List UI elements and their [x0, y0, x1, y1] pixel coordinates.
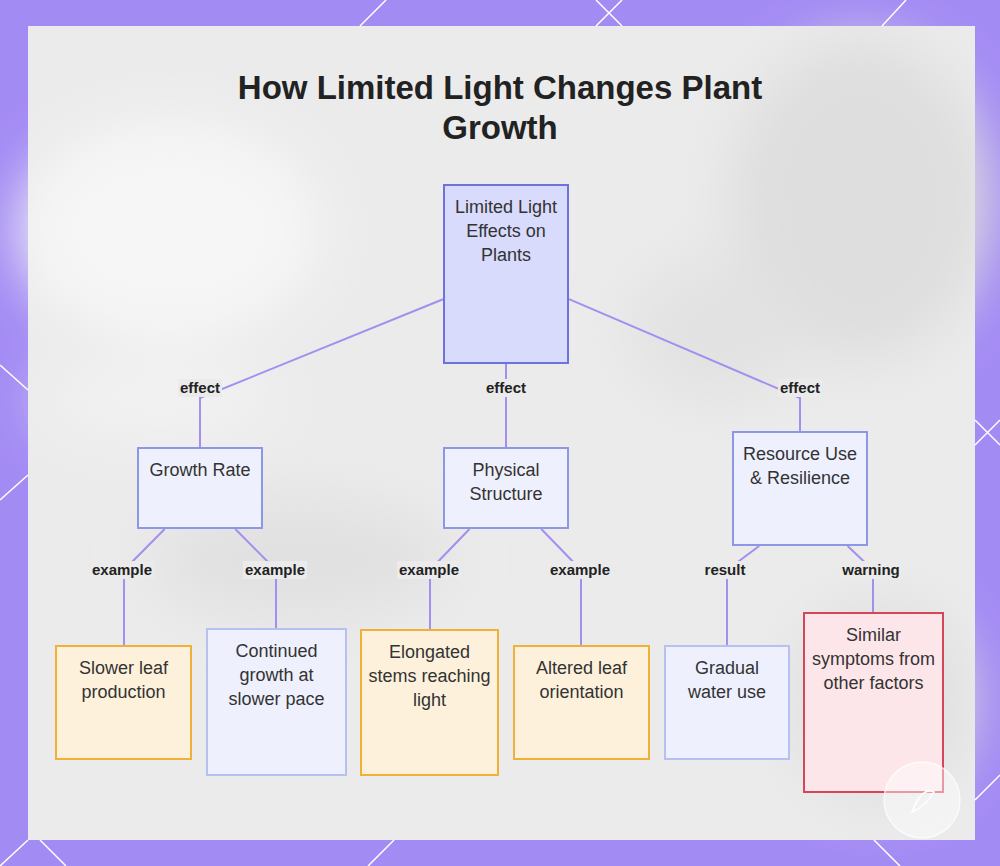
deco-line: [40, 840, 66, 866]
category-box: Resource Use & Resilience: [732, 431, 868, 546]
edge-label: effect: [178, 379, 222, 397]
node-text: Similar symptoms from other factors: [811, 623, 936, 695]
node-text: Altered leaf orientation: [521, 656, 642, 704]
node-text: Physical Structure: [451, 458, 561, 506]
node-text: Growth Rate: [145, 458, 255, 482]
blur-blob: [790, 600, 970, 800]
example-box: Slower leaf production: [55, 645, 192, 760]
connector-line: [430, 529, 469, 629]
edge-label: example: [548, 561, 612, 579]
deco-line: [0, 840, 28, 866]
node-text: Resource Use & Resilience: [740, 442, 860, 490]
deco-line: [882, 0, 906, 26]
deco-line: [975, 420, 1000, 445]
example-box: Continued growth at slower pace: [206, 628, 347, 776]
edge-label: effect: [484, 379, 528, 397]
node-text: Gradual water use: [672, 656, 782, 704]
edge-label: example: [397, 561, 461, 579]
connector-line: [569, 299, 800, 431]
deco-line: [0, 365, 28, 390]
edge-label: warning: [840, 561, 902, 579]
edge-label: effect: [778, 379, 822, 397]
connector-line: [200, 299, 443, 447]
example-box: Gradual water use: [664, 645, 790, 760]
deco-line: [368, 840, 394, 866]
node-text: Slower leaf production: [63, 656, 184, 704]
node-text: Limited Light Effects on Plants: [451, 195, 561, 267]
connector-line: [848, 546, 873, 612]
blur-blob: [20, 120, 320, 340]
edge-label: result: [703, 561, 748, 579]
category-box: Growth Rate: [137, 447, 263, 529]
edge-label: example: [243, 561, 307, 579]
example-box: Elongated stems reaching light: [360, 629, 499, 776]
diagram-title: How Limited Light Changes Plant Growth: [220, 68, 780, 148]
edge-label: example: [90, 561, 154, 579]
deco-line: [360, 0, 386, 26]
deco-line: [975, 775, 1000, 800]
connector-line: [541, 529, 581, 645]
deco-line: [975, 420, 1000, 445]
deco-line: [874, 840, 900, 866]
deco-line: [596, 0, 622, 26]
node-text: Continued growth at slower pace: [214, 639, 339, 711]
blur-blob: [40, 360, 280, 440]
example-box: Altered leaf orientation: [513, 645, 650, 760]
blurred-backdrop: [20, 40, 990, 800]
node-text: Elongated stems reaching light: [368, 640, 491, 712]
deco-line: [0, 475, 28, 500]
deco-line: [596, 0, 622, 26]
connector-line: [124, 529, 165, 645]
category-box: Physical Structure: [443, 447, 569, 529]
logo-leaf: [912, 791, 934, 812]
root-box: Limited Light Effects on Plants: [443, 184, 569, 364]
connector-line: [505, 364, 507, 447]
warning-box: Similar symptoms from other factors: [803, 612, 944, 793]
